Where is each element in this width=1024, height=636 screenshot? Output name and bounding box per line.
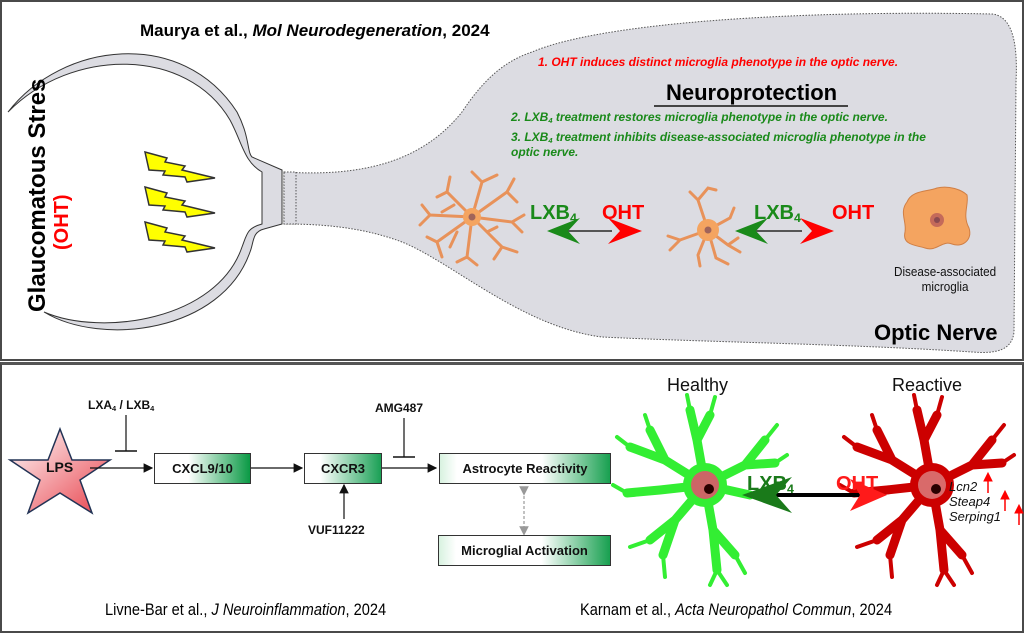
- gene-list: Lcn2 Steap4 Serping1: [949, 479, 1001, 524]
- oht-red-arrowhead: [850, 479, 887, 511]
- left-green-arrowhead: [547, 218, 580, 244]
- pathway-diagram: [7, 393, 1024, 587]
- arrow1-lxb4-label: LXB4: [530, 202, 577, 226]
- top-panel: Maurya et al., Mol Neurodegeneration, 20…: [0, 0, 1024, 361]
- finding-3-line2: optic nerve.: [511, 145, 579, 159]
- lightning-bolt-icon: [143, 185, 216, 218]
- gene-serping1: Serping1: [949, 509, 1002, 524]
- citation-bottom-left: Livne-Bar et al., J Neuroinflammation, 2…: [105, 600, 387, 619]
- healthy-astrocyte-icon: [611, 393, 789, 587]
- cxcl9-10-box: CXCL9/10: [154, 453, 251, 484]
- lightning-bolt-icon: [143, 220, 216, 253]
- right-red-arrowhead: [608, 218, 642, 244]
- citation-top: Maurya et al., Mol Neurodegeneration, 20…: [140, 21, 490, 40]
- bottom-panel: LPS LXA4 / LXB4 CXCL9/10 CXCR3 AMG487 VU…: [0, 362, 1024, 633]
- lxa4-lxb4-label: LXA4 / LXB4: [88, 398, 155, 413]
- healthy-label: Healthy: [667, 375, 729, 395]
- arrow2-lxb4-label: LXB4: [754, 202, 801, 226]
- cxcr3-box: CXCR3: [304, 453, 382, 484]
- left-green-arrowhead: [735, 218, 768, 244]
- eye-globe: [7, 53, 283, 331]
- finding-3: 3. LXB4 treatment inhibits disease-assoc…: [511, 130, 926, 145]
- astro-lxb4-label: LXB4: [747, 473, 794, 497]
- gene-lcn2: Lcn2: [949, 479, 978, 494]
- lightning-bolt-icon: [143, 150, 216, 183]
- intermediate-microglia-icon: [666, 186, 742, 268]
- top-panel-illustration: [7, 12, 1017, 353]
- lxb4-green-arrowhead: [742, 477, 792, 513]
- glaucomatous-stress-label: Glaucomatous Stres: [24, 78, 51, 312]
- optic-nerve-region: [283, 12, 1017, 353]
- arrow2-oht-label: OHT: [832, 202, 875, 224]
- dam-label: Disease-associated microglia: [894, 264, 997, 294]
- gene-up-arrow-icon: [1000, 489, 1010, 511]
- amg487-label: AMG487: [375, 401, 424, 415]
- lps-label: LPS: [46, 459, 74, 475]
- astro-oht-label: OHT: [836, 473, 879, 495]
- reactive-astrocyte-icon: [838, 393, 1016, 587]
- finding-2: 2. LXB4 treatment restores microglia phe…: [511, 110, 888, 125]
- nerve-head: [283, 171, 297, 225]
- right-red-arrowhead: [800, 218, 834, 244]
- vuf11222-label: VUF11222: [308, 523, 365, 537]
- finding-1: 1. OHT induces distinct microglia phenot…: [538, 55, 899, 69]
- lps-star: [7, 426, 113, 515]
- homeostatic-microglia-icon: [418, 170, 526, 267]
- astrocyte-reactivity-box: Astrocyte Reactivity: [439, 453, 611, 484]
- bidirectional-arrow-1: [547, 218, 642, 244]
- citation-bottom-right: Karnam et al., Acta Neuropathol Commun, …: [580, 600, 893, 619]
- optic-nerve-label: Optic Nerve: [874, 320, 998, 345]
- reactive-label: Reactive: [892, 375, 963, 395]
- bidirectional-arrow-2: [735, 218, 834, 244]
- microglial-activation-box: Microglial Activation: [438, 535, 611, 566]
- gene-steap4: Steap4: [949, 494, 991, 509]
- arrow1-oht-label: OHT: [602, 202, 645, 224]
- disease-associated-microglia-icon: [902, 186, 971, 250]
- gene-up-arrow-icon: [983, 471, 993, 493]
- neuroprotection-heading: Neuroprotection: [666, 80, 838, 105]
- gene-up-arrow-icon: [1014, 503, 1024, 525]
- oht-label: (OHT): [51, 194, 73, 250]
